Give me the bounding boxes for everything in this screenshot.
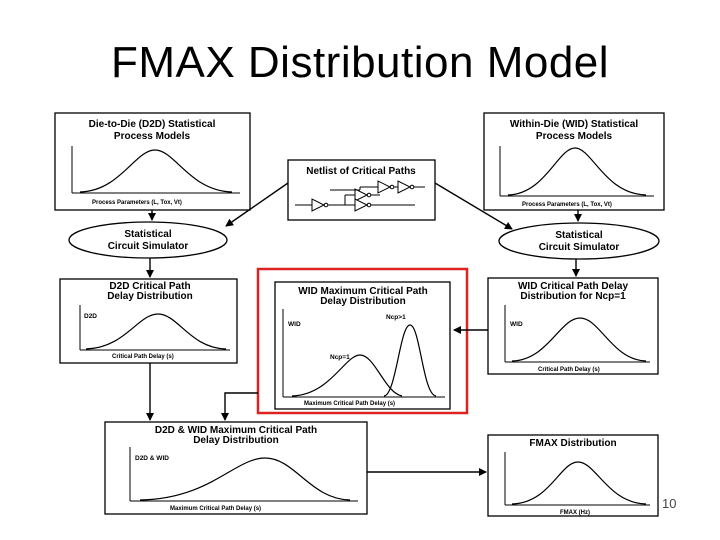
d2d-delay-xlabel: Critical Path Delay (s) xyxy=(112,354,174,360)
statistical-simulator-right: Statistical Circuit Simulator xyxy=(498,222,660,260)
sim-right-line-2: Circuit Simulator xyxy=(539,242,620,253)
combined-title-2: Delay Distribution xyxy=(193,435,279,446)
arrow-netlist-to-sim-right xyxy=(434,182,513,230)
wid-max-curve-multi xyxy=(383,324,437,397)
page-number: 10 xyxy=(662,496,677,511)
fmax-xlabel: FMAX (Hz) xyxy=(560,510,590,516)
d2d-models-title-2: Process Models xyxy=(114,131,191,142)
slide-title: FMAX Distribution Model xyxy=(110,38,610,87)
wid-delay-distribution-box: WID Critical Path Delay Distribution for… xyxy=(487,277,659,375)
highlight-frame xyxy=(256,267,469,415)
wid-delay-title-1: WID Critical Path Delay xyxy=(518,281,628,292)
wid-max-curve-single xyxy=(291,354,403,397)
wid-delay-xlabel: Critical Path Delay (s) xyxy=(538,367,600,373)
sim-left-line-2: Circuit Simulator xyxy=(108,241,189,252)
d2d-process-models-box: Die-to-Die (D2D) Statistical Process Mod… xyxy=(54,112,251,211)
d2d-delay-ylabel: D2D xyxy=(84,313,97,320)
wid-max-delay-distribution-box: WID Maximum Critical Path Delay Distribu… xyxy=(274,281,451,410)
statistical-simulator-left: Statistical Circuit Simulator xyxy=(68,221,228,259)
wid-max-xlabel: Maximum Critical Path Delay (s) xyxy=(304,401,395,407)
netlist-title: Netlist of Critical Paths xyxy=(306,166,416,177)
wid-process-models-box: Within-Die (WID) Statistical Process Mod… xyxy=(483,112,665,211)
combined-xlabel: Maximum Critical Path Delay (s) xyxy=(170,506,261,512)
d2d-delay-title-1: D2D Critical Path xyxy=(109,281,190,292)
wid-models-title-2: Process Models xyxy=(536,131,613,142)
wid-max-label-high: Ncp>1 xyxy=(386,314,406,321)
d2d-process-curve xyxy=(79,149,233,193)
wid-max-title-1: WID Maximum Critical Path xyxy=(298,286,427,297)
fmax-curve xyxy=(511,461,647,505)
wid-process-curve xyxy=(507,147,647,196)
d2d-delay-curve xyxy=(85,313,227,350)
wid-max-title-2: Delay Distribution xyxy=(320,296,406,307)
sim-left-line-1: Statistical xyxy=(124,229,171,240)
wid-models-title-1: Within-Die (WID) Statistical xyxy=(510,119,638,130)
wid-max-ylabel: WID xyxy=(288,321,301,328)
combined-curve xyxy=(139,457,351,501)
arrow-netlist-to-sim-left xyxy=(225,182,289,227)
wid-delay-title-2: Distribution for Ncp=1 xyxy=(520,291,626,302)
flow-arrows xyxy=(146,182,582,476)
sim-right-line-1: Statistical xyxy=(555,230,602,241)
d2d-models-title-1: Die-to-Die (D2D) Statistical xyxy=(89,119,216,130)
d2d-delay-distribution-box: D2D Critical Path Delay Distribution D2D… xyxy=(59,278,238,364)
netlist-gate-schematic xyxy=(295,180,425,212)
wid-delay-ylabel: WID xyxy=(510,321,523,328)
d2d-models-xlabel: Process Parameters (L, Tox, Vt) xyxy=(92,200,182,206)
wid-max-label-low: Ncp=1 xyxy=(330,354,350,361)
wid-delay-curve xyxy=(511,317,647,362)
netlist-box: Netlist of Critical Paths xyxy=(287,159,436,221)
fmax-title: FMAX Distribution xyxy=(529,438,616,449)
arrow-wid-max-to-combined xyxy=(221,392,258,421)
wid-models-xlabel: Process Parameters (L, Tox, Vt) xyxy=(522,202,612,208)
combined-title-1: D2D & WID Maximum Critical Path xyxy=(155,425,317,436)
combined-delay-distribution-box: D2D & WID Maximum Critical Path Delay Di… xyxy=(104,421,368,515)
d2d-delay-title-2: Delay Distribution xyxy=(107,291,193,302)
fmax-distribution-box: FMAX Distribution FMAX (Hz) xyxy=(487,434,659,517)
combined-ylabel: D2D & WID xyxy=(135,455,169,462)
